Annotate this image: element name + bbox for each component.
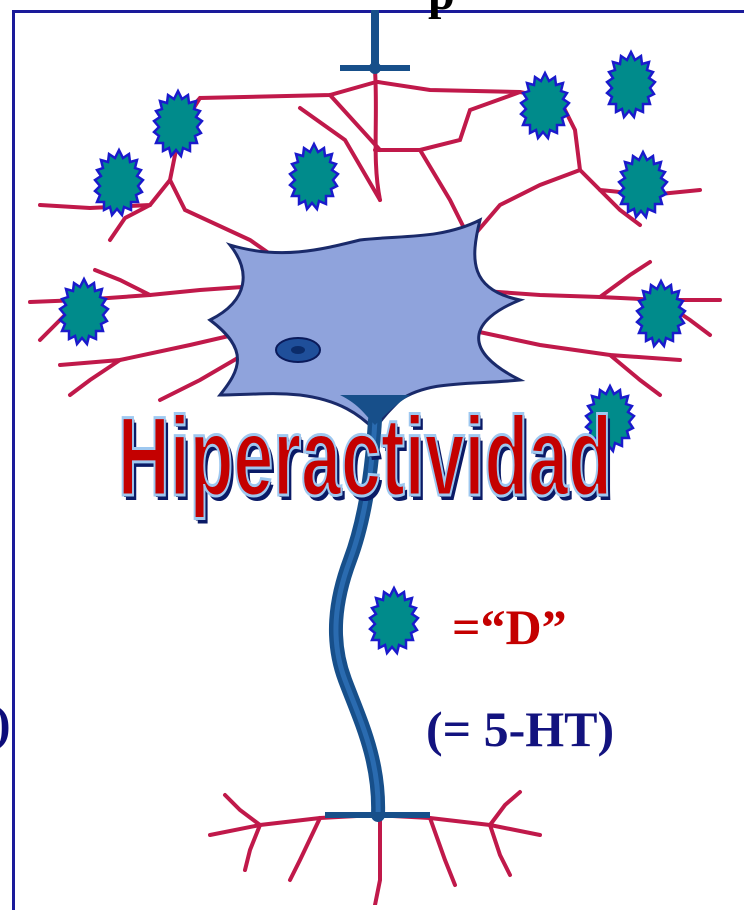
title-banner: Hiperactividad: [50, 392, 680, 520]
legend-serotonin-label: (= 5-HT): [426, 700, 614, 758]
legend-equals-label: =“D”: [452, 598, 567, 656]
legend-star-icon: [370, 588, 418, 653]
star-icon: [60, 279, 108, 344]
star-icon: [619, 152, 667, 217]
star-icon: [154, 91, 202, 156]
cropped-top-text: p: [428, 0, 455, 21]
page-title: Hiperactividad: [118, 392, 612, 521]
star-icon: [521, 73, 569, 138]
star-icon: [637, 281, 685, 346]
star-icon: [290, 144, 338, 209]
cropped-left-text: ): [0, 694, 11, 752]
star-icon: [607, 52, 655, 117]
